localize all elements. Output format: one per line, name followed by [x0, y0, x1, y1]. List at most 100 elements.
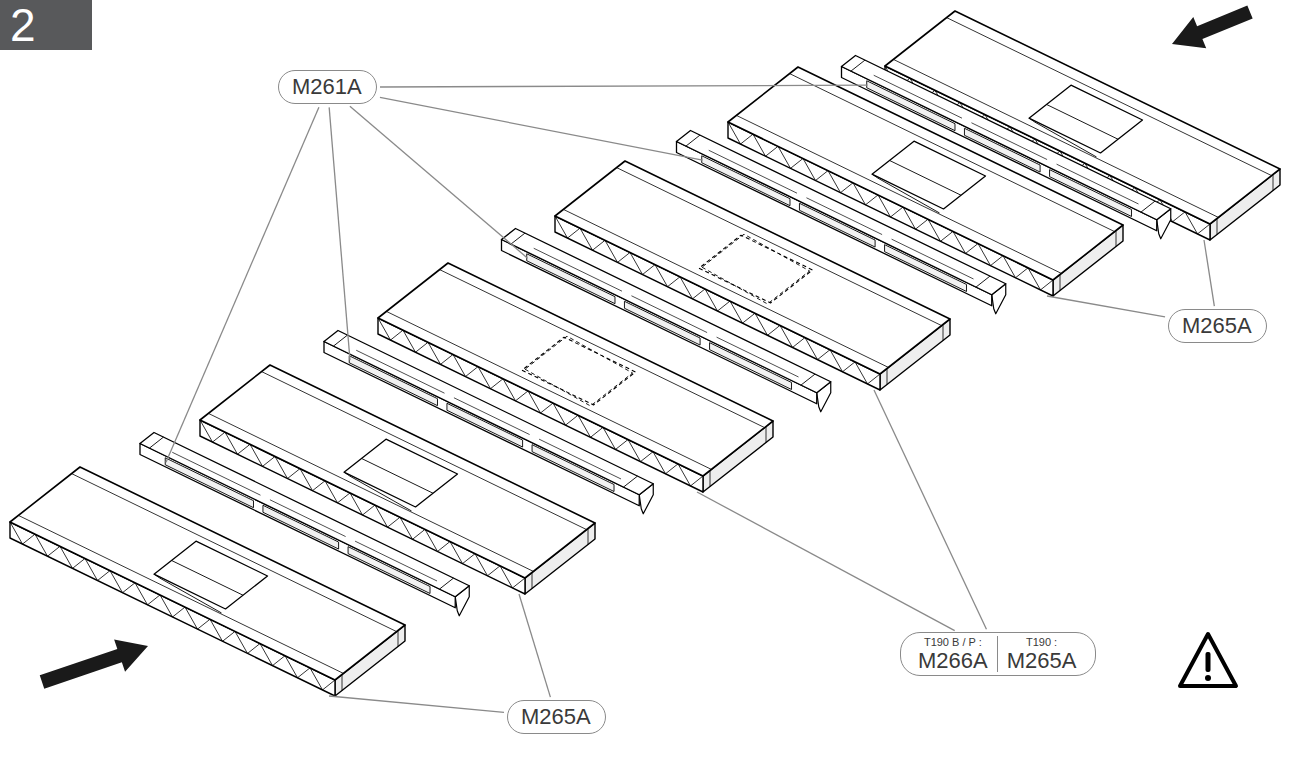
- panel-end-edge: [532, 573, 533, 589]
- part-label: M265A: [1168, 309, 1267, 343]
- panel-end-edge: [766, 427, 767, 443]
- variant-part-label: T190 B / P :M266AT190 :M265A: [900, 632, 1096, 676]
- strip-tab: [149, 437, 163, 448]
- recess-floor: [890, 160, 962, 195]
- strip-window: [263, 505, 339, 549]
- strip-rail: [631, 296, 707, 333]
- panel-bevel: [72, 474, 397, 632]
- model-name: T190 :: [1026, 636, 1057, 649]
- leader-line: [1204, 240, 1214, 306]
- recess-floor: [154, 574, 160, 578]
- leader-line: [329, 696, 504, 712]
- strip-rail: [454, 398, 530, 435]
- leader-line: [350, 106, 528, 258]
- leader-line: [519, 594, 550, 697]
- panel-end-edge: [398, 631, 399, 647]
- strip-window: [799, 203, 875, 247]
- strip-window: [165, 458, 253, 508]
- model-name: T190 B / P :: [924, 636, 982, 649]
- panel-bevel: [18, 515, 343, 673]
- panel: [10, 467, 405, 696]
- strip-rail: [172, 452, 260, 495]
- recess-hidden: [522, 337, 636, 405]
- label-column: T190 B / P :M266A: [909, 636, 997, 672]
- part-number: M266A: [918, 649, 988, 672]
- part-number: M265A: [1182, 313, 1253, 339]
- strip-tab: [851, 60, 865, 71]
- panel-end-edge: [1116, 231, 1117, 247]
- leader-line: [166, 107, 319, 462]
- strip-window: [624, 301, 700, 345]
- strip-window: [702, 156, 790, 206]
- part-number: M265A: [1007, 649, 1077, 672]
- recess: [1029, 85, 1143, 153]
- strip-rail: [717, 337, 799, 377]
- strip-tab: [686, 135, 700, 146]
- panel-top: [555, 161, 950, 374]
- recess-floor: [350, 476, 412, 511]
- leader-line: [329, 107, 350, 360]
- strip-window: [348, 547, 430, 594]
- recess-floor: [878, 178, 940, 213]
- strip-tab: [439, 578, 453, 589]
- strip-window: [885, 245, 967, 292]
- push-arrow: [1172, 6, 1253, 49]
- panel-top: [10, 467, 405, 680]
- recess-hidden: [699, 235, 813, 303]
- panel-end-edge: [588, 529, 589, 545]
- warning-mark: [1206, 652, 1211, 672]
- part-number: M265A: [521, 704, 592, 730]
- panel-top: [200, 365, 595, 578]
- recess-floor: [160, 578, 222, 613]
- warning-symbol: [1180, 634, 1236, 686]
- strip-tab: [511, 233, 525, 244]
- leader-line: [380, 97, 703, 160]
- strip-rail: [971, 123, 1047, 160]
- strip-rail: [534, 248, 622, 291]
- recess: [344, 439, 458, 507]
- strip-rail: [806, 198, 882, 235]
- leader-line: [380, 85, 868, 87]
- strip-tab: [1141, 201, 1155, 212]
- panel-bevel: [262, 372, 587, 530]
- strip-rail: [539, 439, 621, 479]
- leader-line: [1047, 296, 1165, 317]
- recess-floor: [344, 472, 350, 476]
- panel-end-edge: [710, 471, 711, 487]
- strip-window: [447, 403, 523, 447]
- strip-rail: [709, 150, 797, 193]
- recess-floor: [1029, 118, 1035, 122]
- strip-window: [532, 445, 614, 492]
- recess-floor: [172, 560, 244, 595]
- leader-line: [874, 390, 986, 629]
- strip-rail: [355, 541, 437, 581]
- panel-top: [378, 263, 773, 476]
- strip-rail: [892, 239, 974, 279]
- strip-rail: [356, 350, 444, 393]
- push-arrow: [40, 640, 148, 689]
- strip-tab: [976, 276, 990, 287]
- panel-end-edge: [1273, 175, 1274, 191]
- part-label: M261A: [278, 70, 377, 104]
- recess: [154, 541, 268, 609]
- leader-line: [697, 492, 955, 631]
- recess-hidden: [702, 234, 810, 304]
- panel-end-edge: [1060, 275, 1061, 291]
- panel-end-edge: [342, 675, 343, 691]
- warning-triangle: [1180, 634, 1236, 686]
- panel-end-edge: [887, 369, 888, 385]
- step-number: 2: [0, 0, 92, 50]
- warning-mark: [1205, 675, 1211, 681]
- step-number-text: 2: [10, 2, 36, 48]
- recess-floor: [872, 174, 878, 178]
- strip-window: [710, 343, 792, 390]
- recess-floor: [1047, 104, 1119, 139]
- recess: [872, 141, 986, 209]
- part-number: M261A: [292, 74, 363, 100]
- strip-window: [349, 356, 437, 406]
- strip-tab: [801, 374, 815, 385]
- label-column: T190 :M265A: [997, 636, 1086, 672]
- recess-hidden: [525, 336, 633, 406]
